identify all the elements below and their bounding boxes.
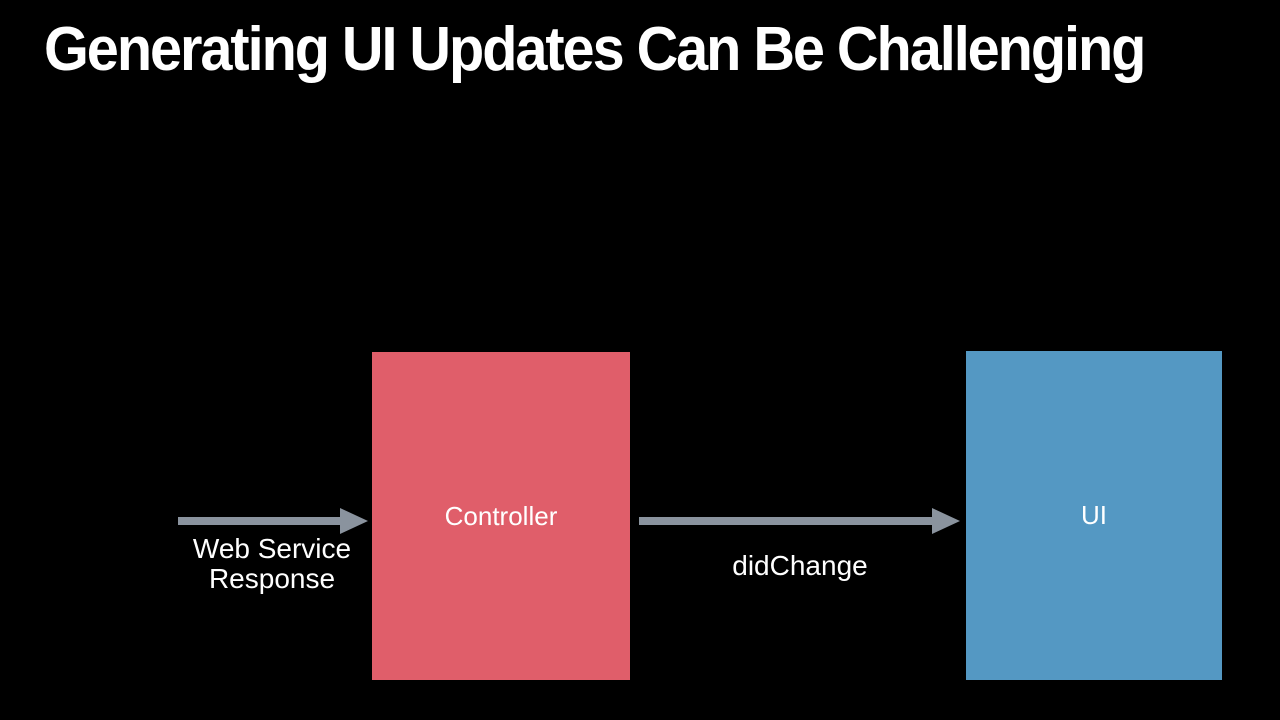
- node-controller: Controller: [372, 352, 630, 680]
- arrow-shaft: [639, 517, 932, 525]
- arrow-label-line: didChange: [732, 550, 868, 581]
- arrow-head-icon: [932, 508, 960, 534]
- arrow-head-icon: [340, 508, 368, 534]
- arrow-label-line: Web Service: [192, 533, 352, 564]
- node-controller-label: Controller: [444, 500, 558, 531]
- arrow-shaft: [178, 517, 340, 525]
- arrow-label-did-change: didChange: [690, 551, 910, 581]
- node-ui: UI: [966, 351, 1222, 680]
- slide-title: Generating UI Updates Can Be Challenging: [44, 15, 1146, 84]
- node-ui-label: UI: [1081, 500, 1107, 530]
- arrow-web-service-response: [178, 508, 368, 534]
- arrow-label-web-service-response: Web Service Response: [152, 534, 392, 594]
- arrow-did-change: [639, 508, 960, 534]
- arrow-label-line: Response: [208, 563, 336, 594]
